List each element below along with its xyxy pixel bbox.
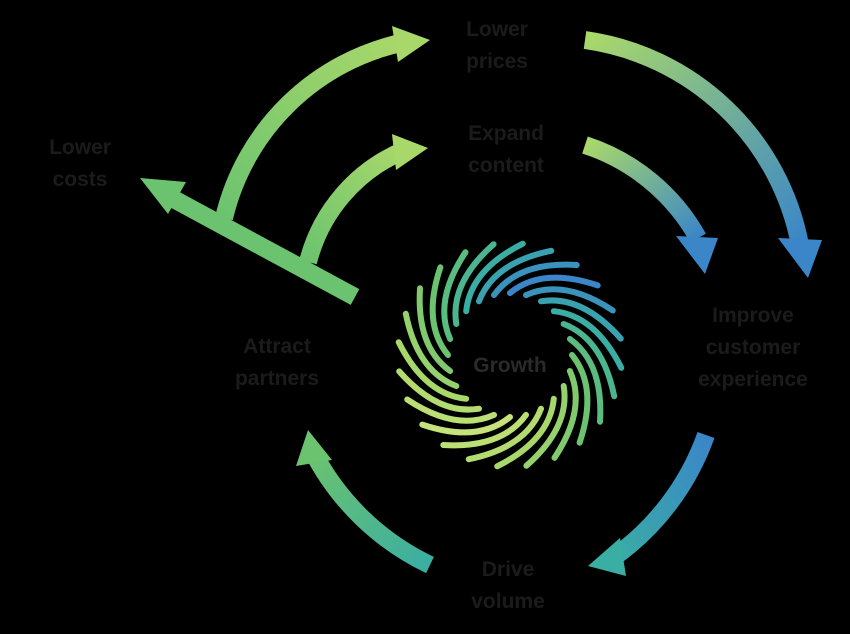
node-improve-customer-experience: Improve customer experience: [698, 304, 808, 391]
node-drive-volume-line-2: volume: [471, 590, 545, 613]
growth-swirl-stroke: [523, 383, 568, 469]
arrow-lower-costs-to-lower-prices: [215, 33, 407, 221]
growth-swirl-stroke: [507, 274, 601, 296]
growth-swirl-stroke: [566, 336, 604, 425]
node-drive-volume-line-1: Drive: [482, 558, 535, 581]
growth-swirl-stroke: [440, 411, 529, 449]
growth-swirl-stroke: [419, 414, 513, 436]
node-improve-cx-line-3: experience: [698, 368, 808, 391]
node-expand-content: Expand content: [468, 122, 544, 177]
growth-swirl-stroke: [404, 396, 497, 424]
node-attract-partners-line-1: Attract: [243, 335, 311, 358]
arrow-head-improve-cx-inner: [676, 236, 718, 274]
arrow-head-attract-partners: [296, 430, 332, 466]
growth-swirl-stroke: [463, 240, 526, 315]
growth-swirl-stroke: [395, 339, 470, 402]
arrow-expand-content-to-improve-cx: [582, 136, 706, 243]
growth-swirl-stroke: [538, 297, 624, 342]
growth-swirl-stroke: [491, 261, 580, 299]
node-drive-volume: Drive volume: [471, 558, 545, 613]
growth-swirl-stroke: [523, 286, 616, 314]
arrow-lower-prices-to-improve-cx: [583, 31, 809, 247]
growth-swirl-icon: [395, 240, 625, 470]
arrow-improve-cx-to-drive-volume: [604, 431, 715, 568]
arrow-head-lower-costs: [140, 178, 186, 214]
node-expand-content-line-2: content: [468, 154, 544, 177]
growth-swirl-stroke: [402, 310, 460, 389]
flywheel-arrows: [140, 26, 822, 576]
growth-swirl-stroke: [551, 368, 579, 461]
arrow-lower-costs-to-expand-content: [299, 141, 409, 265]
arrow-head-improve-cx-outer: [778, 238, 822, 278]
node-expand-content-line-1: Expand: [468, 122, 544, 145]
arrow-head-lower-prices: [392, 26, 430, 62]
node-lower-costs: Lower costs: [49, 136, 111, 191]
arrow-attract-partners-to-lower-costs: [163, 188, 360, 305]
growth-swirl-stroke: [550, 308, 625, 371]
arrow-drive-volume-to-attract-partners: [303, 445, 434, 574]
growth-swirl-stroke: [494, 395, 557, 470]
growth-swirl-stroke: [416, 285, 454, 374]
growth-swirl-stroke: [396, 368, 482, 413]
node-lower-costs-line-2: costs: [53, 168, 108, 191]
growth-swirl-stroke: [465, 405, 544, 463]
node-improve-cx-line-1: Improve: [712, 304, 794, 327]
node-lower-prices-line-2: prices: [466, 50, 528, 73]
center-label-growth: Growth: [473, 354, 547, 377]
growth-swirl-stroke: [441, 249, 469, 342]
growth-swirl-stroke: [476, 247, 555, 305]
node-lower-prices: Lower prices: [466, 18, 528, 73]
growth-swirl-stroke: [429, 264, 451, 358]
growth-swirl-stroke: [569, 352, 591, 446]
node-attract-partners: Attract partners: [235, 335, 319, 390]
growth-swirl-stroke: [452, 241, 497, 327]
arrow-head-expand-content: [392, 134, 428, 170]
node-attract-partners-line-2: partners: [235, 367, 319, 390]
growth-swirl-stroke: [560, 321, 618, 400]
node-lower-costs-line-1: Lower: [49, 136, 111, 159]
arrow-head-drive-volume: [588, 538, 626, 576]
node-improve-cx-line-2: customer: [706, 336, 801, 359]
node-lower-prices-line-1: Lower: [466, 18, 528, 41]
